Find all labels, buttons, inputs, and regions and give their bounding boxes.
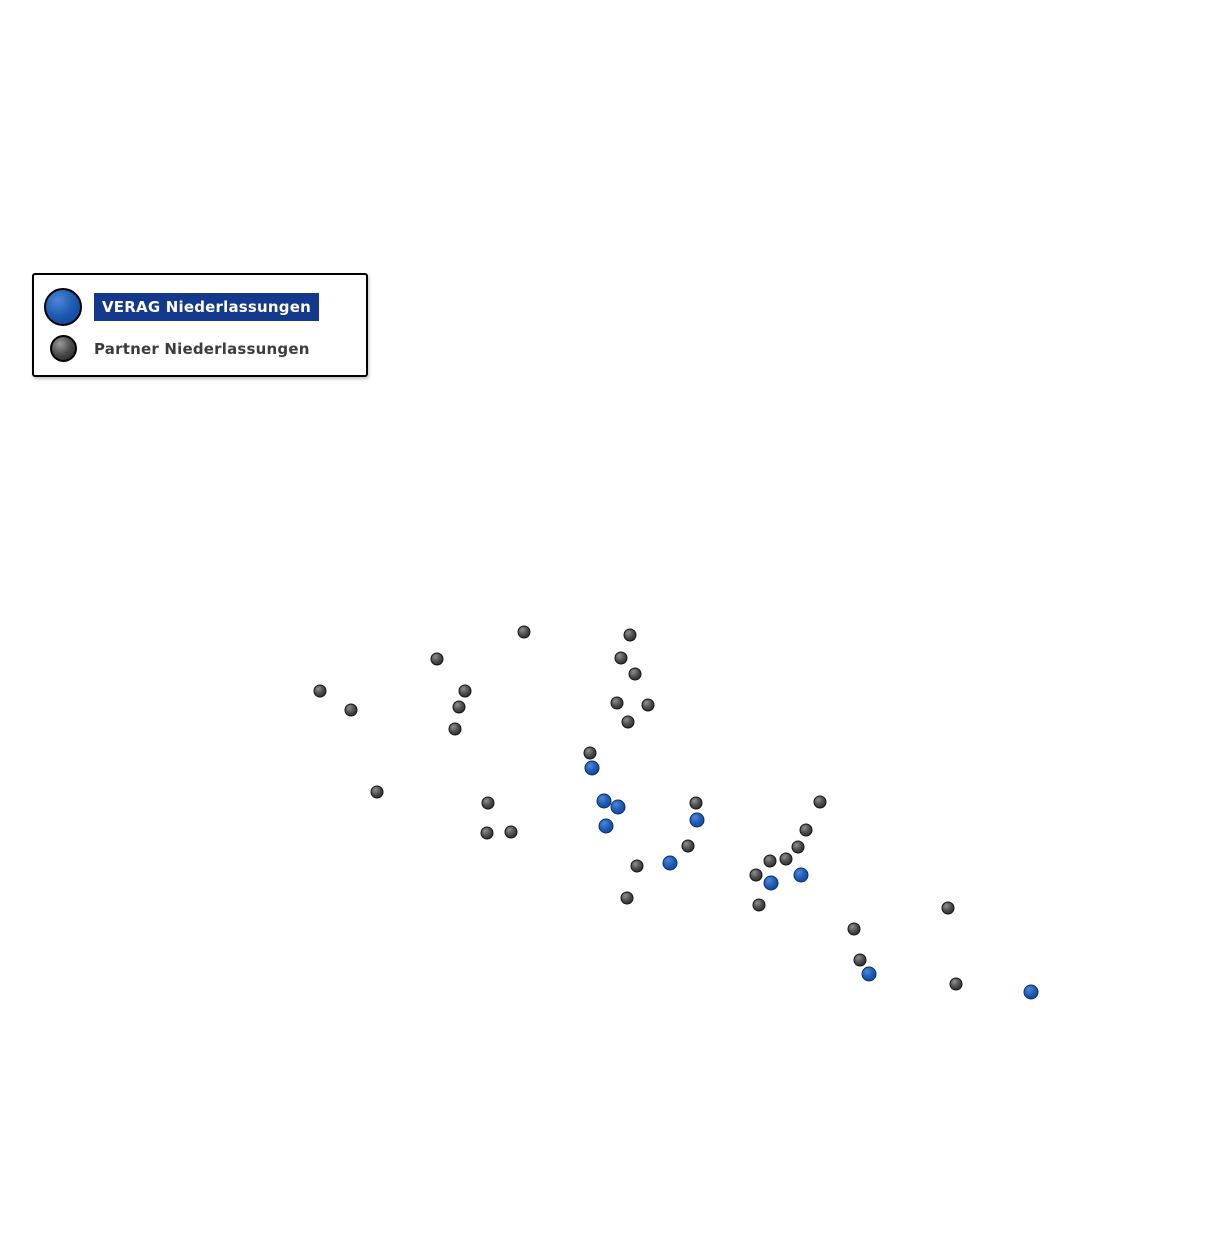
legend: VERAG Niederlassungen Partner Niederlass… [32, 273, 368, 377]
partner-location-marker[interactable] [452, 700, 466, 714]
partner-location-marker[interactable] [621, 715, 635, 729]
partner-location-marker[interactable] [941, 901, 955, 915]
verag-location-marker[interactable] [584, 760, 600, 776]
partner-location-marker[interactable] [517, 625, 531, 639]
verag-location-marker[interactable] [689, 812, 705, 828]
partner-location-marker[interactable] [614, 651, 628, 665]
legend-label-verag: VERAG Niederlassungen [94, 292, 319, 321]
partner-location-marker[interactable] [620, 891, 634, 905]
verag-location-marker[interactable] [793, 867, 809, 883]
partner-location-marker[interactable] [448, 722, 462, 736]
verag-location-marker[interactable] [596, 793, 612, 809]
partner-location-marker[interactable] [481, 796, 495, 810]
legend-item-partner: Partner Niederlassungen [44, 335, 356, 363]
partner-location-marker[interactable] [630, 859, 644, 873]
partner-location-marker[interactable] [689, 796, 703, 810]
verag-location-marker[interactable] [861, 966, 877, 982]
partner-location-marker[interactable] [628, 667, 642, 681]
partner-location-marker[interactable] [370, 785, 384, 799]
verag-location-marker[interactable] [763, 875, 779, 891]
partner-location-marker[interactable] [681, 839, 695, 853]
partner-location-marker[interactable] [641, 698, 655, 712]
partner-location-marker[interactable] [458, 684, 472, 698]
partner-location-marker[interactable] [799, 823, 813, 837]
partner-location-marker[interactable] [949, 977, 963, 991]
verag-location-marker[interactable] [662, 855, 678, 871]
partner-location-marker[interactable] [504, 825, 518, 839]
verag-marker-icon [44, 287, 82, 326]
legend-label-partner: Partner Niederlassungen [94, 339, 310, 358]
partner-location-marker[interactable] [623, 628, 637, 642]
partner-location-marker[interactable] [779, 852, 793, 866]
partner-location-marker[interactable] [344, 703, 358, 717]
partner-location-marker[interactable] [749, 868, 763, 882]
partner-location-marker[interactable] [763, 854, 777, 868]
partner-location-marker[interactable] [752, 898, 766, 912]
legend-item-verag: VERAG Niederlassungen [44, 287, 356, 326]
verag-location-marker[interactable] [610, 799, 626, 815]
partner-marker-icon [50, 335, 77, 363]
partner-location-marker[interactable] [791, 840, 805, 854]
partner-location-marker[interactable] [813, 795, 827, 809]
verag-location-marker[interactable] [598, 818, 614, 834]
partner-location-marker[interactable] [610, 696, 624, 710]
partner-location-marker[interactable] [430, 652, 444, 666]
partner-location-marker[interactable] [313, 684, 327, 698]
partner-location-marker[interactable] [583, 746, 597, 760]
partner-location-marker[interactable] [847, 922, 861, 936]
verag-location-marker[interactable] [1023, 984, 1039, 1000]
partner-location-marker[interactable] [480, 826, 494, 840]
partner-location-marker[interactable] [853, 953, 867, 967]
